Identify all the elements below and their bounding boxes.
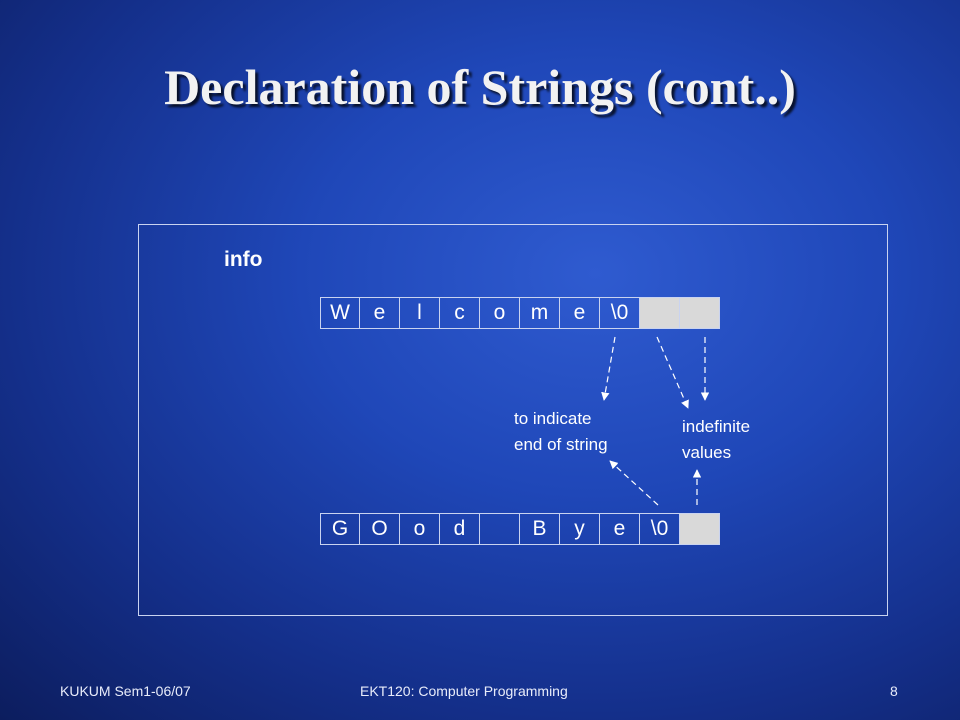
indefinite-values-note-line1: indefinite — [682, 417, 751, 436]
array-cell: l — [400, 297, 440, 329]
indefinite-cell — [680, 297, 720, 329]
array-cell: o — [480, 297, 520, 329]
slide-title: Declaration of Strings (cont..) — [164, 59, 796, 115]
string-array-row-goodbye: G O o d B y e \0 — [320, 513, 720, 545]
variable-name-label: info — [224, 248, 263, 271]
arrow-indef-cell1-to-note — [656, 336, 689, 409]
array-cell: m — [520, 297, 560, 329]
indefinite-cell — [640, 297, 680, 329]
diagram-frame — [138, 224, 888, 616]
array-cell: c — [440, 297, 480, 329]
indefinite-values-note-line2: values — [682, 443, 732, 462]
end-of-string-note-line2: end of string — [514, 435, 608, 454]
null-terminator-cell: \0 — [600, 297, 640, 329]
null-terminator-cell: \0 — [640, 513, 680, 545]
arrow-null-to-note — [601, 336, 616, 401]
array-cell — [480, 513, 520, 545]
array-cell: e — [560, 297, 600, 329]
arrow-null2-to-note — [609, 460, 659, 506]
array-cell: O — [360, 513, 400, 545]
footer-page-number: 8 — [890, 683, 898, 699]
array-cell: B — [520, 513, 560, 545]
array-cell: y — [560, 513, 600, 545]
array-cell: e — [600, 513, 640, 545]
indefinite-cell — [680, 513, 720, 545]
end-of-string-note: to indicate end of string — [514, 406, 608, 458]
string-array-row-welcome: W e l c o m e \0 — [320, 297, 720, 329]
footer-course-title: EKT120: Computer Programming — [360, 683, 568, 699]
array-cell: W — [320, 297, 360, 329]
array-cell: o — [400, 513, 440, 545]
array-cell: G — [320, 513, 360, 545]
array-cell: d — [440, 513, 480, 545]
indefinite-values-note: indefinite values — [682, 414, 750, 466]
footer-course-session: KUKUM Sem1-06/07 — [60, 683, 191, 699]
array-cell: e — [360, 297, 400, 329]
end-of-string-note-line1: to indicate — [514, 409, 592, 428]
